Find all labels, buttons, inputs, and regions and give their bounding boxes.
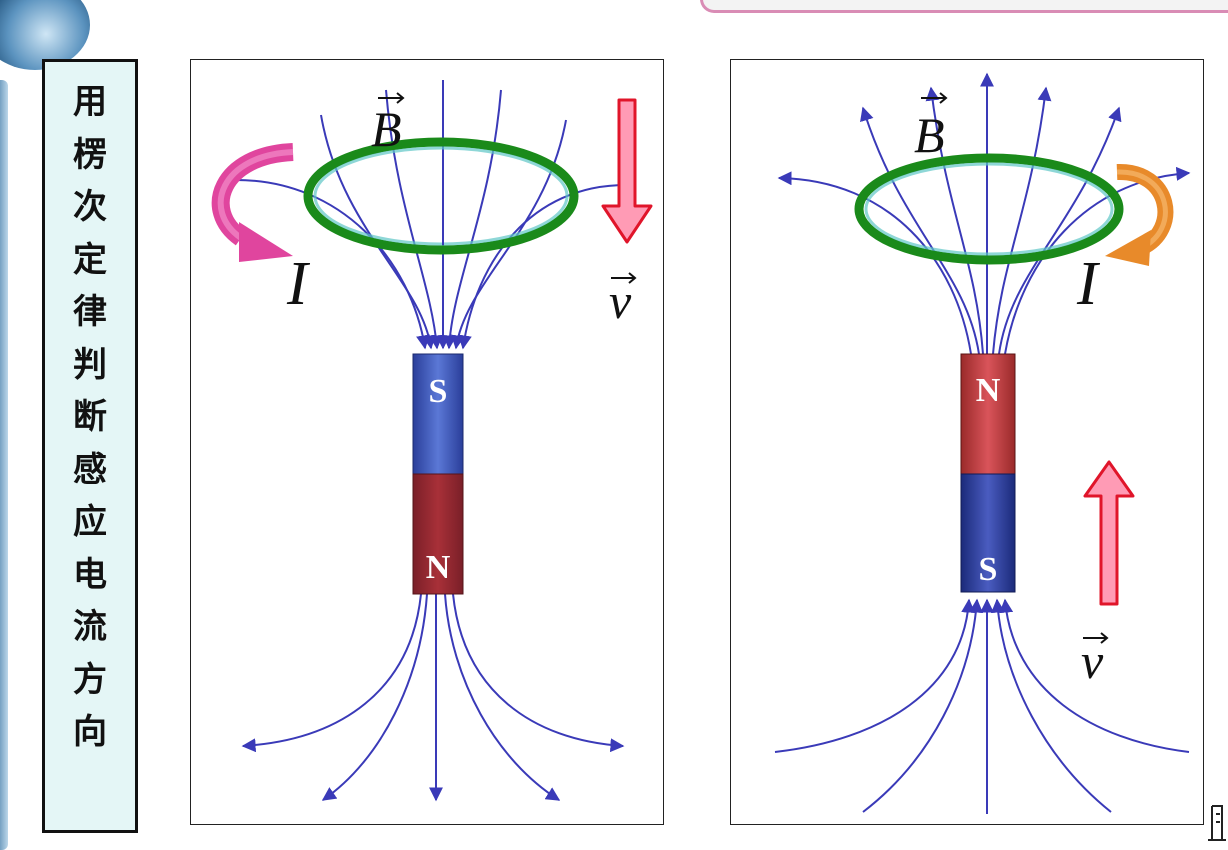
field-line	[320, 114, 437, 350]
diagram-panel-left: S N B I v	[190, 59, 664, 825]
velocity-arrow-up-icon	[1083, 460, 1135, 606]
vector-arrow-icon	[611, 272, 637, 284]
vector-arrow-icon	[1083, 632, 1109, 644]
top-pole-label: N	[976, 372, 1001, 409]
conductor-ring	[854, 153, 1124, 265]
field-line	[925, 86, 984, 355]
field-lines-top	[235, 80, 627, 350]
title-char: 用	[73, 82, 107, 122]
page-corner-icon	[1208, 805, 1226, 841]
field-line	[774, 598, 976, 753]
title-char: 流	[73, 607, 107, 647]
left-diagram-svg: S N B I v	[211, 80, 653, 802]
field-label: B	[371, 101, 402, 157]
field-lines-top	[777, 72, 1191, 355]
magnet-south-pole	[960, 473, 1016, 593]
title-char: 楞	[73, 134, 107, 175]
title-char: 次	[73, 187, 107, 227]
field-line	[452, 593, 625, 753]
velocity-label: v	[1081, 633, 1104, 689]
field-line	[444, 593, 561, 801]
field-line	[990, 598, 1112, 813]
field-line	[321, 593, 428, 801]
magnet-south-pole	[412, 353, 464, 475]
magnet-north-pole	[960, 353, 1016, 475]
vector-arrow-icon	[378, 92, 405, 104]
velocity-arrow-down-icon	[601, 98, 653, 244]
title-char: 向	[73, 712, 107, 752]
velocity-label-group: v	[609, 272, 637, 329]
title-char: 判	[73, 344, 107, 385]
magnet-north-pole	[412, 473, 464, 595]
field-line	[235, 179, 430, 350]
title-char: 感	[73, 449, 107, 490]
current-direction-arrow-icon	[1105, 163, 1174, 266]
velocity-label-group: v	[1081, 632, 1109, 689]
title-char: 电	[73, 554, 107, 595]
field-label-group: B	[914, 92, 948, 163]
top-decoration-bar	[700, 0, 1228, 13]
field-label: B	[914, 107, 945, 163]
top-pole-label: S	[429, 373, 448, 410]
diagram-panel-right: N S B I v	[730, 59, 1204, 825]
field-line	[457, 184, 627, 350]
conductor-ring	[303, 137, 579, 255]
title-char: 方	[73, 659, 107, 700]
left-edge-decoration	[0, 80, 8, 850]
field-line	[777, 171, 972, 355]
field-line	[450, 119, 567, 350]
current-label: I	[286, 250, 311, 318]
title-char: 定	[73, 239, 107, 280]
field-line	[385, 89, 443, 350]
bar-magnet: N S	[960, 353, 1016, 593]
bottom-pole-label: S	[979, 551, 998, 588]
title-char: 断	[73, 397, 107, 437]
vector-arrow-icon	[921, 92, 948, 104]
current-direction-arrow-icon	[211, 143, 294, 262]
current-label: I	[1076, 250, 1101, 318]
field-line	[998, 106, 1122, 355]
title-char: 应	[73, 502, 107, 542]
field-line	[860, 106, 980, 355]
field-line	[999, 598, 1190, 753]
field-line	[862, 598, 984, 813]
bottom-pole-label: N	[426, 549, 451, 586]
title-char: 律	[73, 292, 107, 332]
right-diagram-svg: N S B I v	[774, 72, 1191, 814]
velocity-label: v	[609, 273, 632, 329]
field-label-group: B	[371, 92, 405, 157]
field-lines-bottom	[241, 593, 625, 802]
vertical-title: 用 楞 次 定 律 判 断 感 应 电 流 方 向	[42, 59, 138, 833]
field-lines-bottom	[774, 598, 1190, 814]
field-line	[992, 86, 1052, 355]
field-line	[442, 89, 502, 350]
bar-magnet: S N	[412, 353, 464, 595]
field-line	[241, 593, 422, 753]
